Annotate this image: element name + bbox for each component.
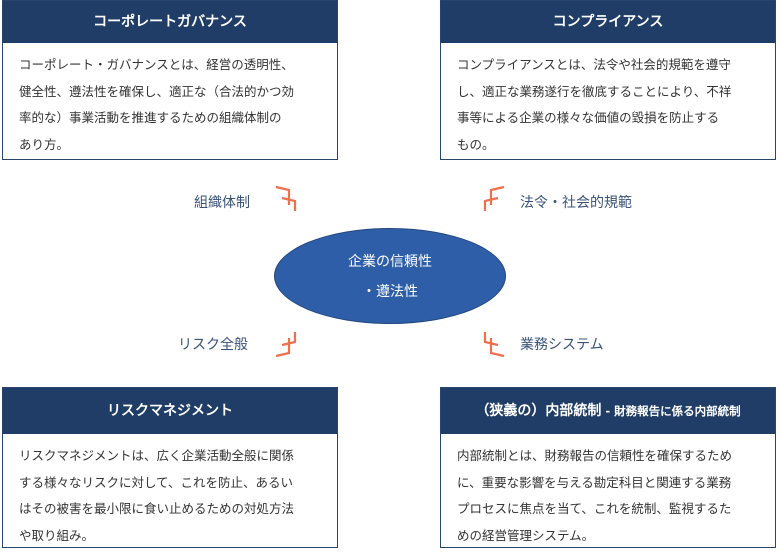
arrow-down-right-icon: [275, 185, 297, 211]
box-title: コンプライアンス: [441, 1, 775, 43]
arrow-up-left-icon: [483, 332, 505, 358]
text-line: はその被害を最小限に食い止めるための対処方法: [19, 501, 295, 516]
center-text-line2: ・遵法性: [362, 284, 418, 300]
text-line: 率的な）事業活動を推進するための組織体制の: [19, 110, 282, 125]
text-line: あり方。: [19, 136, 70, 152]
text-line: に、重要な影響を与える勘定科目と関連する業務: [457, 474, 732, 490]
text-line: プロセスに焦点を当て、これを統制、監視するた: [457, 501, 732, 516]
box-body: コーポレート・ガバナンスとは、経営の透明性、 健全性、遵法性を確保し、適正な（合…: [3, 43, 337, 164]
corporate-governance-box: コーポレートガバナンス コーポレート・ガバナンスとは、経営の透明性、 健全性、遵…: [2, 0, 338, 160]
text-line: 内部統制とは、財務報告の信頼性を確保するため: [457, 448, 733, 463]
box-title: （狭義の）内部統制 - 財務報告に係る内部統制: [441, 388, 775, 434]
box-title: コーポレートガバナンス: [3, 1, 337, 43]
text-line: コーポレート・ガバナンスとは、経営の透明性、: [19, 57, 294, 72]
text-line: し、適正な業務遂行を徹底することにより、不祥: [457, 83, 732, 99]
text-line: 健全性、遵法性を確保し、適正な（合法的かつ効: [19, 83, 295, 99]
box-title: リスクマネジメント: [3, 388, 337, 434]
arrow-up-right-icon: [275, 332, 297, 358]
text-line: めの経営管理システム。: [457, 527, 595, 543]
compliance-box: コンプライアンス コンプライアンスとは、法令や社会的規範を遵守 し、適正な業務遂…: [440, 0, 776, 160]
center-text-line1: 企業の信頼性: [348, 254, 432, 270]
label-all-risks: リスク全般: [178, 337, 248, 353]
text-line: リスクマネジメントは、広く企業活動全般に関係: [19, 448, 295, 463]
label-business-systems: 業務システム: [520, 337, 604, 353]
box-body: リスクマネジメントは、広く企業活動全般に関係 する様々なリスクに対して、これを防…: [3, 434, 337, 555]
text-line: 事等による企業の様々な価値の毀損を防止する: [457, 110, 720, 125]
box-subtitle: - 財務報告に係る内部統制: [601, 404, 741, 418]
risk-management-box: リスクマネジメント リスクマネジメントは、広く企業活動全般に関係 する様々なリス…: [2, 387, 338, 548]
text-line: する様々なリスクに対して、これを防止、あるい: [19, 474, 294, 490]
box-body: 内部統制とは、財務報告の信頼性を確保するため に、重要な影響を与える勘定科目と関…: [441, 434, 775, 555]
label-laws-norms: 法令・社会的規範: [520, 195, 632, 211]
arrow-down-left-icon: [483, 185, 505, 211]
box-title-main: （狭義の）内部統制: [475, 403, 602, 419]
center-ellipse: 企業の信頼性 ・遵法性: [274, 228, 506, 324]
text-line: や取り組み。: [19, 527, 95, 543]
text-line: コンプライアンスとは、法令や社会的規範を遵守: [457, 57, 731, 72]
text-line: もの。: [457, 136, 495, 152]
internal-control-box: （狭義の）内部統制 - 財務報告に係る内部統制 内部統制とは、財務報告の信頼性を…: [440, 387, 776, 548]
box-body: コンプライアンスとは、法令や社会的規範を遵守 し、適正な業務遂行を徹底することに…: [441, 43, 775, 164]
label-organization: 組織体制: [194, 195, 250, 211]
